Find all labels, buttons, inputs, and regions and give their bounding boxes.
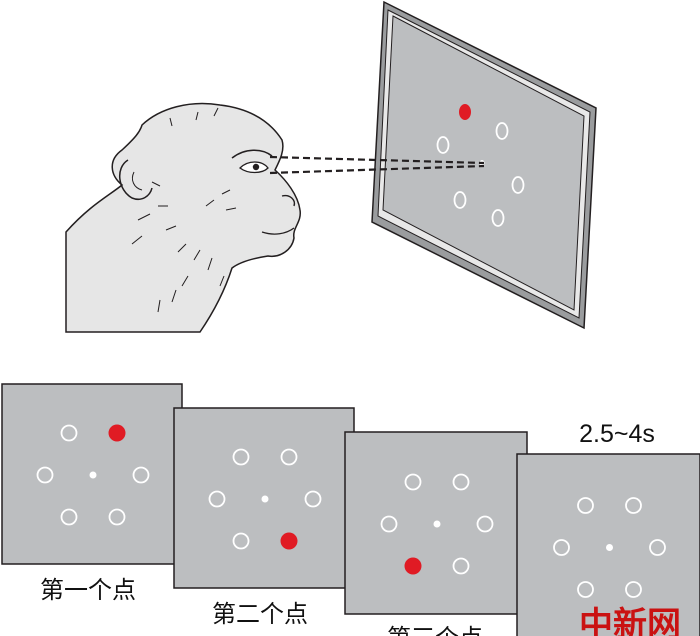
- watermark-logo: 中新网: [579, 605, 681, 636]
- ring-target: [304, 490, 322, 508]
- ring-target: [577, 581, 594, 598]
- ring-target: [577, 497, 594, 514]
- target-dot: [404, 557, 422, 575]
- ring-target: [60, 508, 78, 526]
- ring-target: [232, 532, 250, 550]
- panel-caption: 第二个点: [212, 600, 308, 628]
- gaze-line-icon: [269, 155, 485, 175]
- monitor-ring-targets: [436, 122, 525, 227]
- ring-target: [476, 515, 494, 533]
- task-panel-3: [344, 431, 528, 615]
- duration-label: 2.5~4s: [579, 420, 655, 448]
- panel-caption: 第一个点: [40, 576, 136, 604]
- fixation-dot: [606, 544, 613, 551]
- task-panel-4: [516, 453, 700, 636]
- task-sequence: 第一个点第二个点第三个点: [1, 383, 700, 636]
- ring-target: [208, 490, 226, 508]
- ring-target: [232, 448, 250, 466]
- ring-target: [553, 539, 570, 556]
- fixation-dot: [89, 471, 97, 479]
- ring-target: [404, 473, 422, 491]
- fixation-dot: [433, 520, 441, 528]
- ring-target: [36, 466, 54, 484]
- ring-target: [625, 581, 642, 598]
- panel-caption: 第三个点: [387, 624, 483, 636]
- ring-target: [649, 539, 666, 556]
- ring-target: [452, 473, 470, 491]
- ring-target: [280, 448, 298, 466]
- ring-target: [380, 515, 398, 533]
- ring-target: [132, 466, 150, 484]
- task-panel-2: [173, 407, 355, 589]
- ring-target: [60, 424, 78, 442]
- target-dot: [108, 424, 126, 442]
- task-panel-1: [1, 383, 183, 565]
- fixation-dot: [261, 495, 269, 503]
- monkey-head-icon: [65, 102, 301, 333]
- monitor-screen-icon: [371, 0, 597, 330]
- ring-target: [452, 557, 470, 575]
- monitor-target-dot: [459, 104, 471, 120]
- ring-target: [108, 508, 126, 526]
- target-dot: [280, 532, 298, 550]
- ring-target: [625, 497, 642, 514]
